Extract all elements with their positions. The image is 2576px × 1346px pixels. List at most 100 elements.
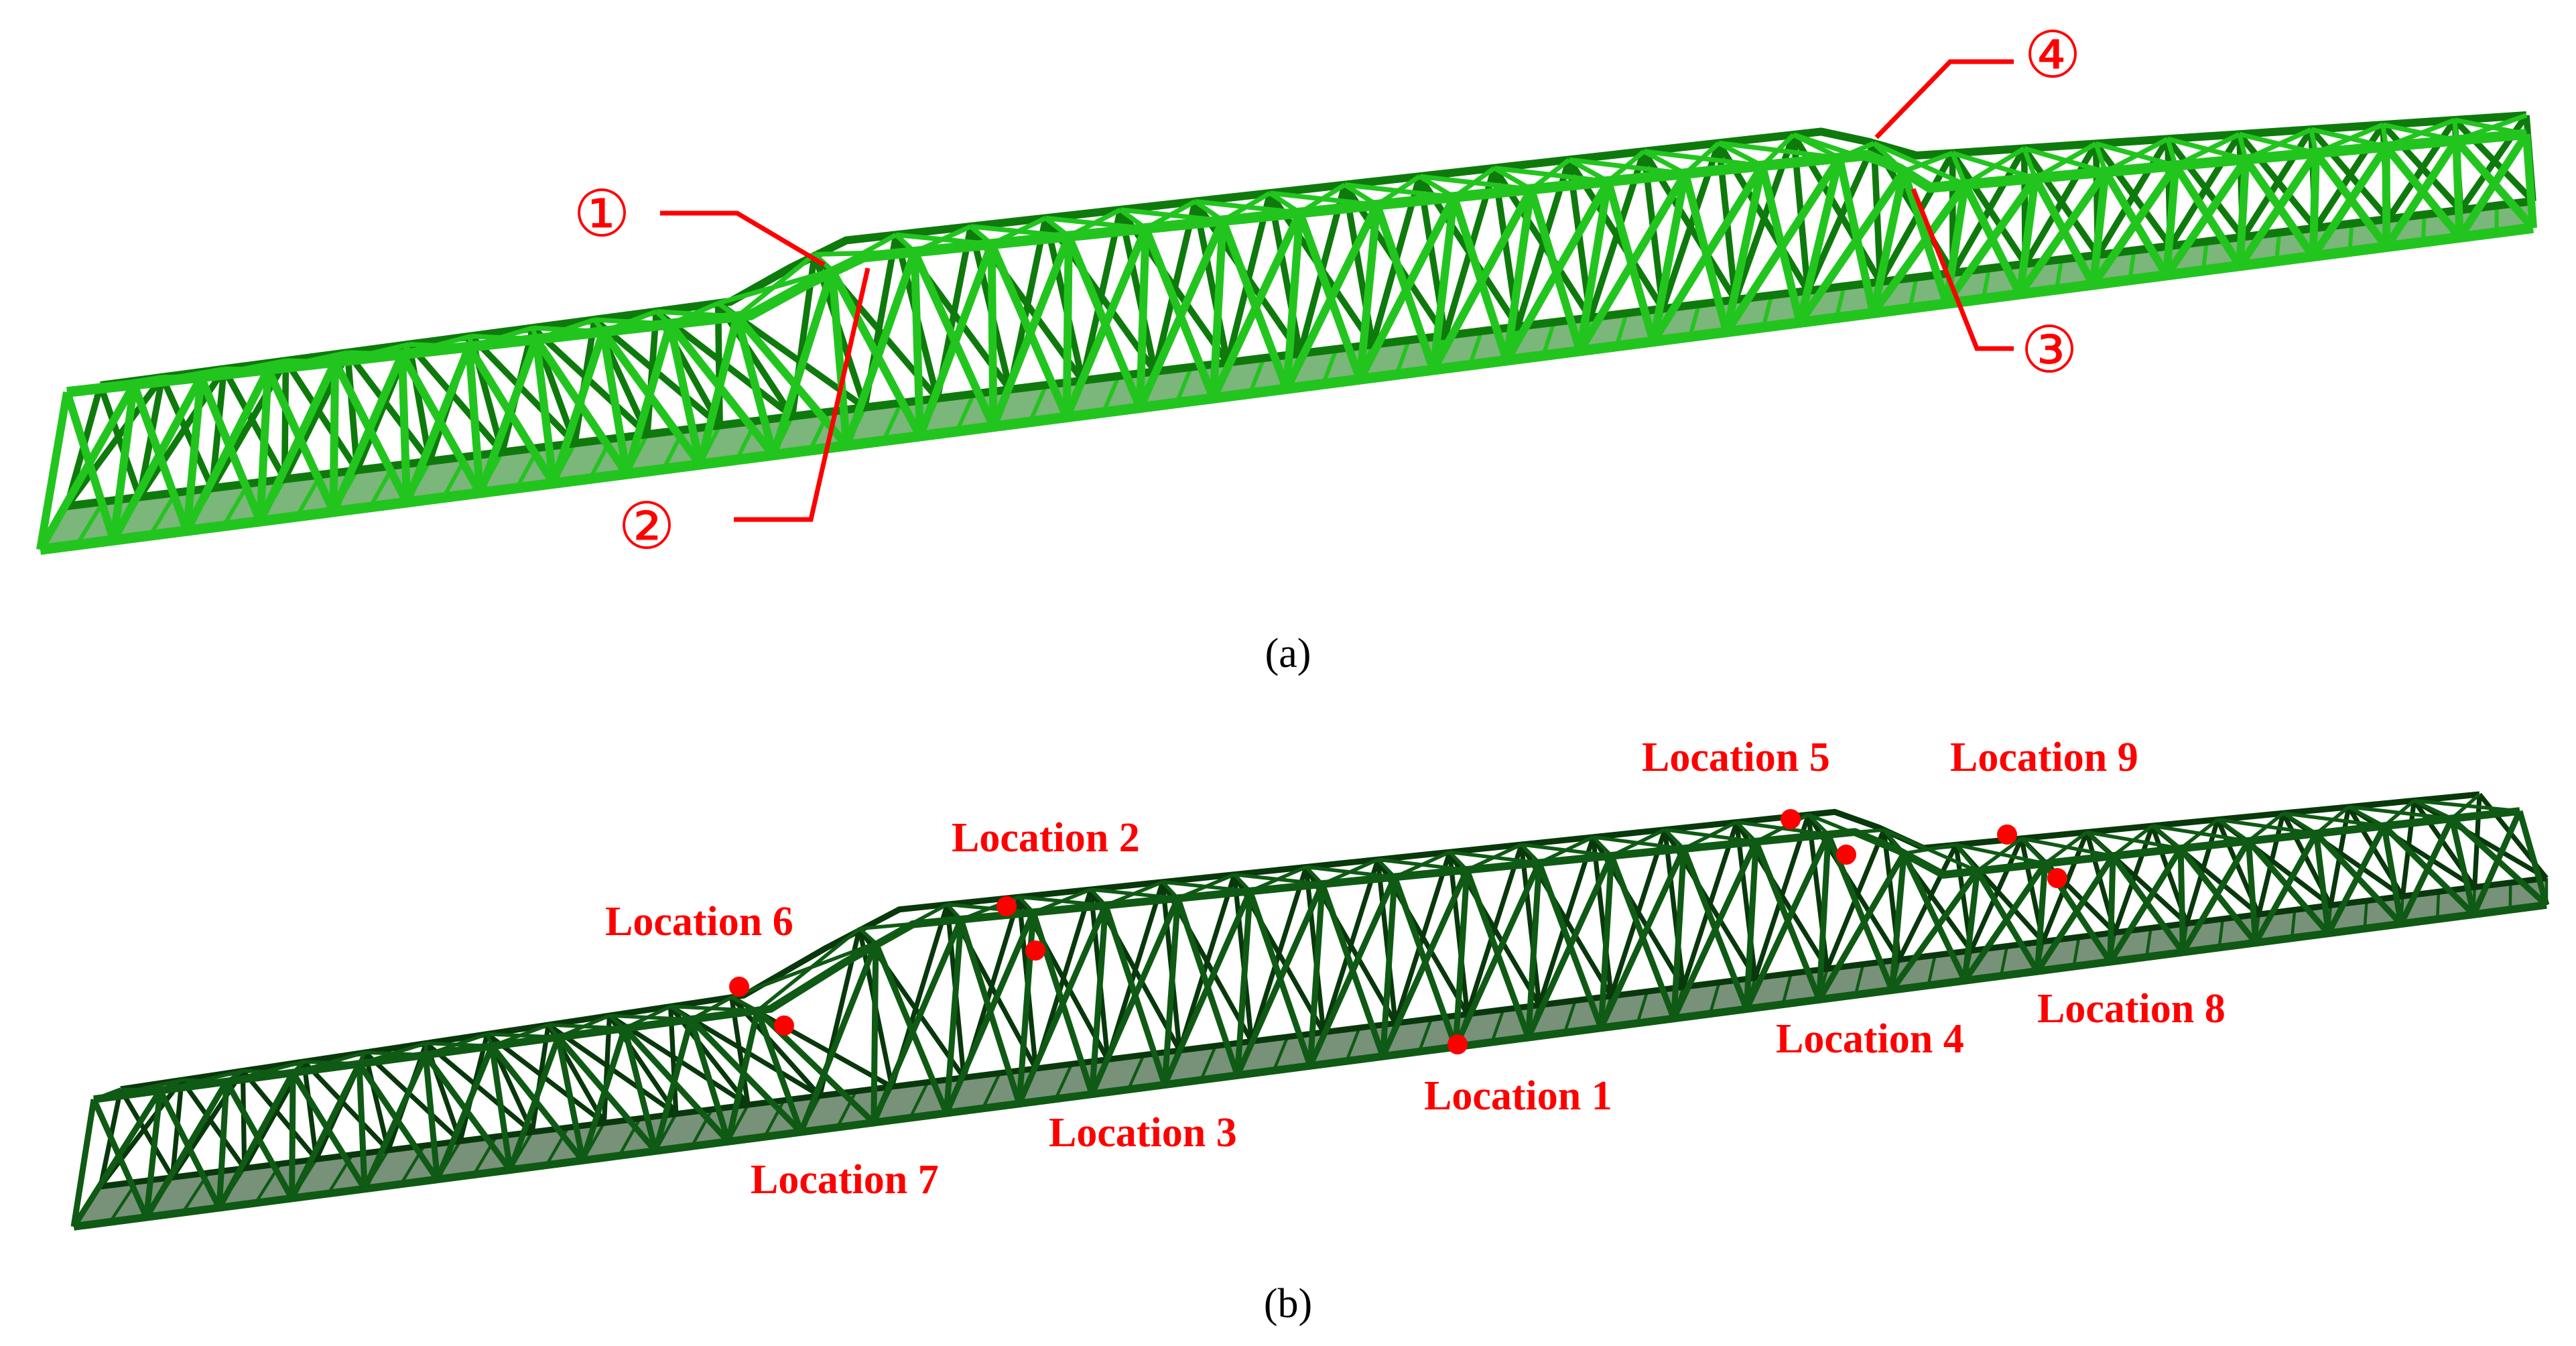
front-vertical (871, 942, 879, 1123)
callout-line-1 (660, 210, 826, 267)
front-diagonal (1723, 156, 1843, 334)
front-diagonal (1089, 897, 1181, 1096)
front-vertical (329, 361, 339, 512)
back-vertical (1519, 844, 1542, 1005)
label-location-3: Location 3 (1049, 1110, 1237, 1156)
front-diagonal (2471, 810, 2523, 916)
deck-crossbeam (1248, 357, 1266, 395)
front-vertical (36, 391, 71, 551)
deck-crossbeam (2435, 892, 2441, 920)
front-diagonal (1210, 210, 1304, 400)
top-strut (2216, 818, 2250, 843)
front-vertical (216, 1081, 230, 1209)
front-vertical (182, 376, 205, 532)
front-vertical (465, 346, 485, 493)
back-diagonal (363, 1050, 462, 1143)
front-diagonal (1889, 869, 1980, 992)
front-vertical (754, 1009, 804, 1134)
deck-crossbeam (2363, 900, 2368, 929)
callout-line-2 (734, 267, 871, 522)
front-vertical (2016, 178, 2040, 295)
front-diagonal (1136, 219, 1227, 410)
back-diagonal (221, 367, 287, 481)
front-vertical (1961, 870, 1981, 981)
front-vertical (943, 919, 964, 1113)
bridge-model-diagram-b: Location 1 Location 2 Location 3 Locatio… (70, 735, 2550, 1231)
point-location-7 (774, 1016, 794, 1036)
front-diagonal (1016, 904, 1108, 1105)
front-vertical (289, 1073, 296, 1199)
back-diagonal (283, 359, 360, 473)
back-vertical (344, 352, 361, 471)
front-vertical (2162, 165, 2180, 276)
front-vertical (1136, 228, 1150, 408)
point-location-2 (996, 896, 1017, 916)
caption-b: (b) (1263, 1281, 1313, 1327)
panel-b: Location 1 Location 2 Location 3 Locatio… (0, 670, 2576, 1346)
top-strut (858, 927, 877, 944)
back-diagonal (241, 1069, 318, 1161)
front-vertical (1525, 863, 1543, 1038)
front-vertical (733, 315, 777, 456)
back-diagonal (180, 1079, 247, 1170)
bridge-model-diagram-a: ① ② ③ ④ (36, 19, 2537, 562)
front-diagonal (1962, 861, 2048, 983)
front-diagonal (1307, 875, 1398, 1067)
back-vertical (1303, 867, 1326, 1033)
top-bracing (2152, 824, 2249, 843)
front-diagonal (688, 1017, 803, 1134)
front-diagonal (2398, 817, 2455, 926)
front-diagonal (1283, 203, 1381, 391)
front-vertical (2452, 140, 2464, 238)
front-vertical (555, 1036, 586, 1162)
front-vertical (422, 1054, 441, 1180)
deck-crossbeam (1417, 1018, 1433, 1052)
top-strut (2282, 811, 2317, 835)
front-diagonal (2163, 157, 2250, 278)
point-location-9 (1997, 824, 2017, 845)
front-diagonal (256, 360, 339, 524)
front-diagonal (652, 1018, 694, 1152)
front-vertical (1869, 170, 1908, 314)
front-vertical (688, 1018, 732, 1143)
front-diagonal (871, 918, 964, 1124)
back-vertical (1447, 851, 1470, 1015)
point-location-8 (2047, 868, 2067, 888)
front-vertical (1743, 841, 1759, 1009)
front-diagonal (2456, 131, 2530, 240)
front-vertical (1671, 848, 1687, 1019)
front-vertical (143, 1090, 164, 1218)
back-diagonal (468, 334, 578, 446)
front-vertical (666, 323, 704, 466)
front-diagonal (110, 375, 205, 542)
label-location-9: Location 9 (1950, 735, 2138, 780)
front-diagonal (550, 330, 607, 485)
front-vertical (1796, 157, 1844, 324)
front-vertical (1575, 180, 1612, 352)
front-vertical (1088, 905, 1109, 1095)
label-location-6: Location 6 (605, 899, 793, 944)
front-vertical (356, 1063, 368, 1189)
front-diagonal (2325, 824, 2387, 935)
front-vertical (532, 339, 558, 484)
front-vertical (1722, 165, 1766, 333)
front-diagonal (1671, 840, 1759, 1020)
back-vertical (1375, 859, 1398, 1024)
front-vertical (987, 244, 998, 427)
measurement-points (729, 809, 2067, 1054)
deck-crossbeam (1101, 375, 1121, 414)
front-vertical (1598, 855, 1615, 1028)
deck-crossbeam (1636, 991, 1649, 1024)
front-vertical (1161, 898, 1181, 1085)
label-location-4: Location 4 (1776, 1016, 1964, 1062)
front-diagonal (580, 1027, 628, 1162)
front-vertical (2313, 833, 2331, 934)
back-diagonal (1805, 141, 1877, 292)
callout-lines (660, 59, 2014, 522)
deck-crossbeam (1541, 321, 1556, 357)
deck-crossbeam (2290, 910, 2297, 938)
back-vertical (1117, 208, 1159, 373)
front-diagonal (330, 353, 406, 513)
point-location-6 (729, 977, 749, 997)
caption-a: (a) (1265, 631, 1311, 676)
